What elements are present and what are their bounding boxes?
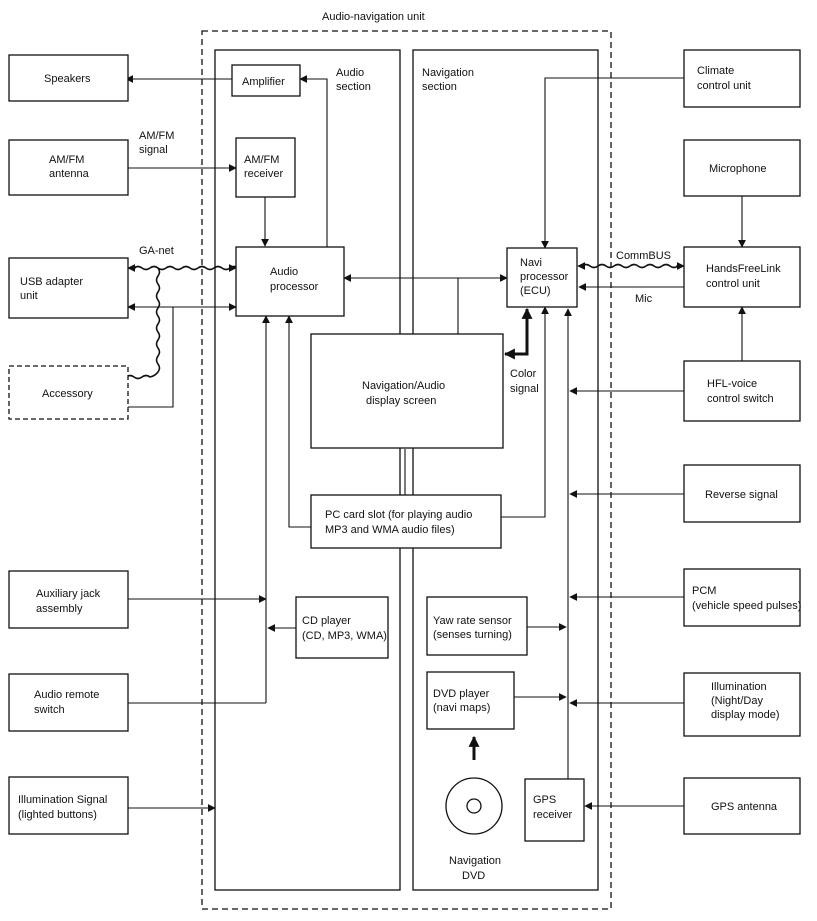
microphone-box bbox=[683, 139, 801, 197]
connections bbox=[125, 75, 746, 812]
audio-navigation-unit-frame bbox=[201, 30, 612, 910]
speakers-label: Speakers bbox=[44, 73, 91, 85]
commbus-label: CommBUS bbox=[616, 250, 671, 262]
gps-receiver-box bbox=[524, 778, 585, 842]
hfl-voice-switch-box bbox=[683, 360, 801, 422]
gps-antenna-box bbox=[683, 777, 801, 835]
amplifier-box bbox=[231, 64, 301, 97]
dvd-player-label: DVD player(navi maps) bbox=[433, 688, 490, 714]
ga-net-bus bbox=[133, 265, 239, 271]
aux-jack-box bbox=[8, 570, 129, 629]
navi-processor-box bbox=[506, 247, 578, 308]
mic-label: Mic bbox=[635, 293, 653, 305]
amfm-antenna-box bbox=[8, 139, 129, 196]
reverse-signal-label: Reverse signal bbox=[705, 489, 778, 501]
navigation-dvd-disc-icon bbox=[445, 777, 503, 835]
color-signal-arrow bbox=[503, 307, 533, 360]
yaw-rate-sensor-box bbox=[426, 596, 528, 656]
yaw-rate-sensor-label: Yaw rate sensor(senses turning) bbox=[433, 615, 512, 641]
unit-title: Audio-navigation unit bbox=[322, 11, 425, 23]
ga-net-accessory-branch bbox=[125, 267, 161, 380]
climate-control-box bbox=[683, 49, 801, 108]
climate-to-navi-arrow bbox=[541, 77, 684, 249]
illumination-signal-label: Illumination Signal(lighted buttons) bbox=[18, 794, 107, 821]
pc-card-to-audio-processor bbox=[285, 315, 311, 528]
amfm-receiver-box bbox=[235, 137, 296, 198]
audio-section-panel bbox=[214, 49, 401, 891]
processor-to-amplifier-arrow bbox=[299, 75, 328, 247]
pcm-box bbox=[683, 568, 801, 627]
cd-player-box bbox=[295, 596, 389, 659]
illumination-signal-box bbox=[8, 776, 129, 835]
usb-adapter-box bbox=[8, 257, 129, 319]
illumination-box bbox=[683, 672, 801, 737]
pcm-label: PCM(vehicle speed pulses) bbox=[692, 585, 801, 612]
audio-processor-box bbox=[235, 246, 345, 317]
dvd-player-box bbox=[426, 671, 515, 730]
speakers-box bbox=[8, 54, 129, 102]
ga-net-label: GA-net bbox=[139, 245, 174, 257]
audio-remote-box bbox=[8, 673, 129, 732]
reverse-signal-box bbox=[683, 464, 801, 523]
handsfreelink-box bbox=[683, 246, 801, 308]
microphone-label: Microphone bbox=[709, 163, 766, 175]
pc-card-slot-box bbox=[310, 494, 502, 549]
accessory-to-processor-line bbox=[128, 307, 174, 408]
accessory-box bbox=[8, 365, 129, 420]
amplifier-label: Amplifier bbox=[242, 76, 285, 88]
accessory-label: Accessory bbox=[42, 388, 93, 400]
commbus-link bbox=[581, 263, 679, 269]
cd-player-label: CD player(CD, MP3, WMA) bbox=[302, 615, 387, 642]
pc-card-to-navi-processor bbox=[501, 306, 549, 518]
navigation-section-panel bbox=[412, 49, 599, 891]
display-screen-box bbox=[310, 333, 504, 449]
gps-antenna-label: GPS antenna bbox=[711, 801, 778, 813]
